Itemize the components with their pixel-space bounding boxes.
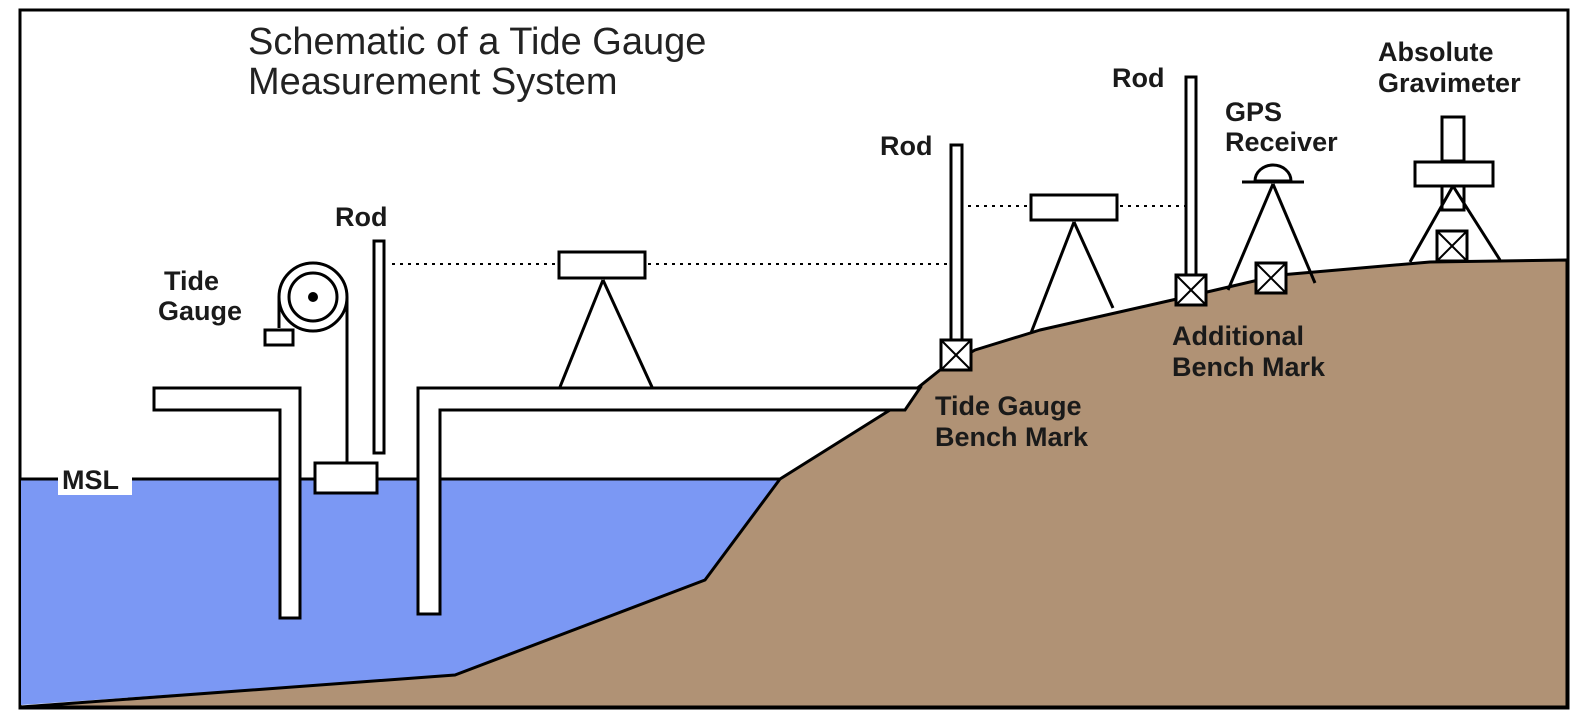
right-pier bbox=[416, 386, 923, 616]
level-instrument-right-icon bbox=[1029, 193, 1119, 334]
tide-gauge-bench-mark-icon bbox=[939, 338, 973, 372]
level-instrument-left-icon bbox=[557, 250, 654, 388]
additional-bench-mark-icon bbox=[1174, 273, 1208, 307]
diagram-title-line2: Measurement System bbox=[248, 61, 618, 103]
label-rod-middle: Rod bbox=[880, 131, 932, 161]
rod-middle-icon bbox=[949, 143, 964, 343]
diagram-title-line1: Schematic of a Tide Gauge bbox=[248, 21, 706, 63]
water-body bbox=[21, 479, 780, 705]
label-tide-gauge-line2: Gauge bbox=[158, 296, 242, 326]
label-absolute-gravimeter-line1: Absolute bbox=[1378, 37, 1494, 67]
rod-right-icon bbox=[1184, 75, 1198, 277]
label-rod-right: Rod bbox=[1112, 63, 1164, 93]
label-additional-bench-mark-line2: Bench Mark bbox=[1172, 352, 1326, 382]
msl-label-background bbox=[58, 463, 132, 495]
label-msl: MSL bbox=[62, 465, 119, 495]
label-rod-left: Rod bbox=[335, 202, 387, 232]
left-pier bbox=[152, 386, 302, 620]
gps-receiver-icon bbox=[1226, 163, 1317, 295]
absolute-gravimeter-icon bbox=[1408, 115, 1502, 263]
land-slope bbox=[19, 258, 1569, 709]
label-additional-bench-mark-line1: Additional bbox=[1172, 321, 1304, 351]
label-tide-gauge-line1: Tide bbox=[164, 266, 219, 296]
float-icon bbox=[313, 461, 379, 495]
label-tide-gauge-bench-mark-line1: Tide Gauge bbox=[935, 391, 1082, 421]
rod-left-icon bbox=[372, 239, 386, 455]
label-tide-gauge-bench-mark-line2: Bench Mark bbox=[935, 422, 1089, 452]
label-gps-receiver-line1: GPS bbox=[1225, 97, 1282, 127]
label-gps-receiver-line2: Receiver bbox=[1225, 127, 1338, 157]
tide-gauge-icon bbox=[263, 261, 379, 495]
label-absolute-gravimeter-line2: Gravimeter bbox=[1378, 68, 1521, 98]
